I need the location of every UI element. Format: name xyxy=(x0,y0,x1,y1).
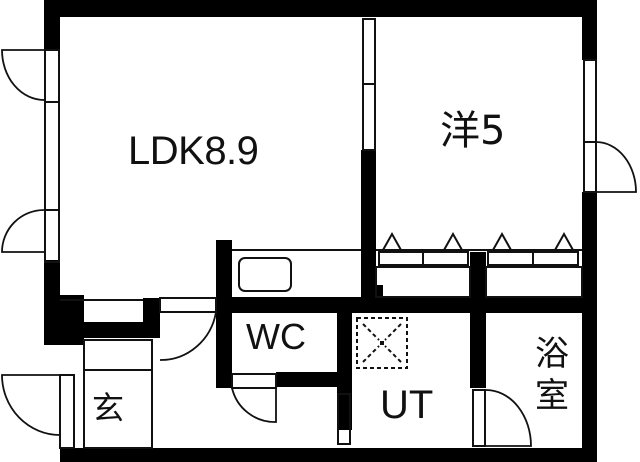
room-label-bath: 浴室 xyxy=(535,334,569,416)
room-label-utility: UT xyxy=(380,383,434,427)
fixtures xyxy=(44,18,597,449)
door-swings xyxy=(1,49,637,447)
walls xyxy=(44,0,597,462)
ventilation-fan-icon xyxy=(356,317,408,369)
room-label-ldk: LDK8.9 xyxy=(128,129,259,173)
room-label-wc: WC xyxy=(246,316,306,357)
room-label-entrance: 玄 xyxy=(92,389,125,427)
room-label-western: 洋5 xyxy=(440,108,506,154)
